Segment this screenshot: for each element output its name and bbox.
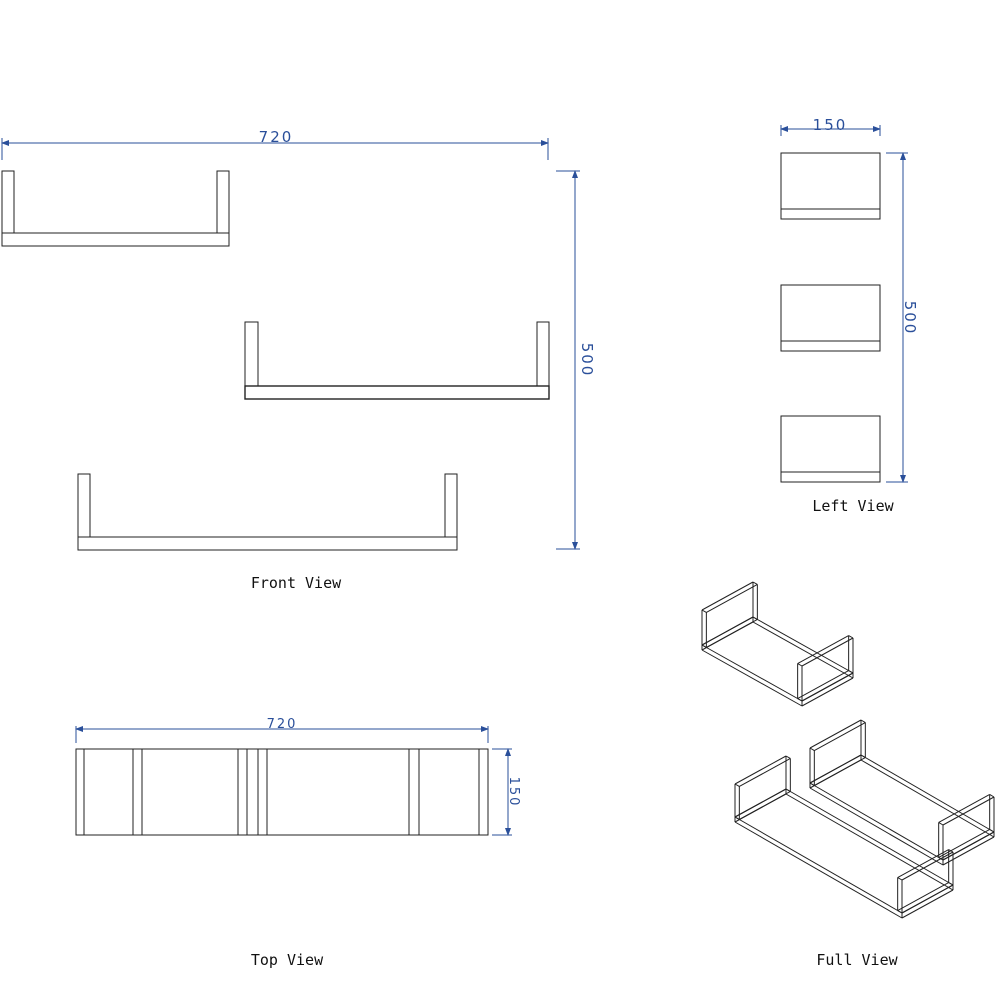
- front-shelf-2: [244, 321, 550, 400]
- front-width-dimension: 720: [1, 128, 549, 160]
- left-view-label: Left View: [812, 497, 894, 515]
- left-height-label: 500: [901, 301, 919, 336]
- top-depth-label: 150: [506, 777, 521, 808]
- top-width-label: 720: [267, 717, 298, 732]
- front-height-dimension: 500: [556, 170, 596, 550]
- front-shelf-3: [77, 473, 458, 551]
- front-shelf-1: [1, 170, 230, 247]
- top-view-label: Top View: [251, 951, 324, 969]
- top-width-dimension: 720: [75, 717, 489, 743]
- front-height-label: 500: [578, 343, 596, 378]
- left-height-dimension: 500: [886, 152, 919, 483]
- front-view-label: Front View: [251, 574, 342, 592]
- front-width-label: 720: [259, 128, 294, 146]
- top-view: 720 150 Top View: [75, 717, 521, 969]
- iso-shelf-large: [734, 755, 954, 919]
- left-view: 150 500 Left View: [780, 116, 919, 515]
- left-width-label: 150: [813, 116, 848, 134]
- iso-shelf-medium: [809, 719, 995, 866]
- full-view: Full View: [701, 581, 995, 969]
- iso-shelf-small: [701, 581, 854, 707]
- top-depth-dimension: 150: [492, 748, 521, 836]
- front-view: 720 500 Front View: [1, 128, 596, 592]
- left-width-dimension: 150: [780, 116, 881, 136]
- full-view-label: Full View: [816, 951, 898, 969]
